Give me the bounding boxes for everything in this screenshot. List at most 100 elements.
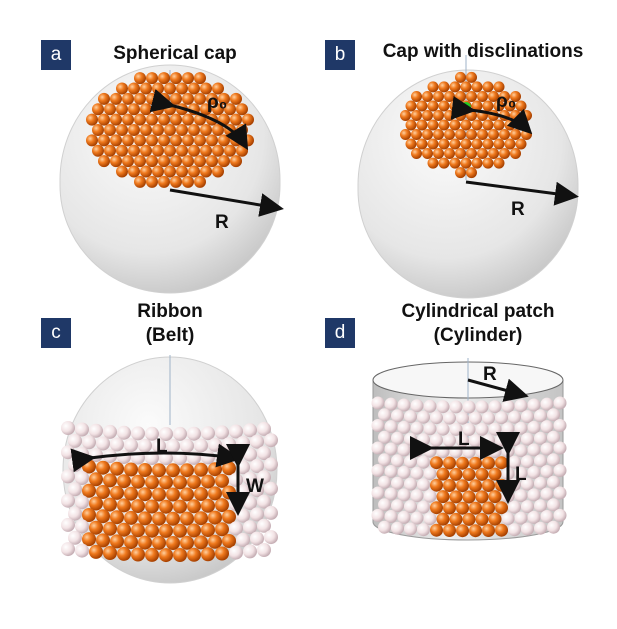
particle xyxy=(534,454,547,468)
particle xyxy=(201,547,215,562)
particle xyxy=(460,119,472,131)
particle xyxy=(391,499,404,513)
particle xyxy=(514,511,528,525)
particle xyxy=(466,71,477,83)
radius-arrow xyxy=(467,378,529,402)
particle xyxy=(224,144,236,157)
particle xyxy=(417,433,430,447)
particle xyxy=(547,520,560,534)
particle xyxy=(173,475,187,490)
particle xyxy=(117,474,131,489)
particle xyxy=(230,92,242,105)
particle xyxy=(371,396,385,410)
particle xyxy=(180,511,194,526)
particle xyxy=(410,444,424,458)
particle xyxy=(229,497,243,512)
particle xyxy=(534,409,547,423)
particle xyxy=(527,443,541,457)
particle xyxy=(201,450,215,465)
particle xyxy=(257,421,271,436)
particle xyxy=(466,129,477,140)
particle xyxy=(504,138,516,150)
particle xyxy=(131,523,145,538)
particle xyxy=(236,144,248,157)
particle xyxy=(508,500,521,514)
particle xyxy=(164,124,176,136)
particle xyxy=(430,523,443,537)
particle xyxy=(138,535,152,550)
particle xyxy=(411,148,422,159)
particle xyxy=(436,467,450,481)
particle xyxy=(140,103,152,116)
particle xyxy=(449,512,463,526)
particle xyxy=(250,507,264,522)
particle xyxy=(469,456,482,470)
particle xyxy=(75,471,89,485)
particle xyxy=(145,475,159,490)
particle xyxy=(187,475,201,490)
particle xyxy=(229,448,243,463)
particle xyxy=(469,411,482,425)
particle xyxy=(384,442,398,456)
particle xyxy=(159,548,173,563)
particle xyxy=(430,411,443,425)
particle xyxy=(449,422,463,436)
particle xyxy=(222,485,236,500)
particle xyxy=(462,512,476,526)
particle xyxy=(410,399,424,413)
particle xyxy=(188,124,200,136)
particle xyxy=(475,512,489,526)
particle xyxy=(438,138,450,150)
particle xyxy=(391,409,404,423)
particle xyxy=(166,463,180,478)
particle xyxy=(103,546,117,560)
particle xyxy=(493,138,505,150)
particle xyxy=(257,518,271,533)
particle xyxy=(466,91,477,102)
particle xyxy=(128,82,140,95)
particle xyxy=(521,500,534,514)
particle xyxy=(206,155,218,168)
particle xyxy=(173,523,187,538)
particle xyxy=(182,113,194,126)
particle xyxy=(146,155,158,168)
particle xyxy=(138,511,152,526)
particle xyxy=(250,483,264,498)
panel-ribbon: c Ribbon (Belt) L W xyxy=(0,300,300,600)
particle xyxy=(527,488,541,502)
particle xyxy=(449,119,461,131)
particle xyxy=(212,165,224,178)
particle xyxy=(194,155,206,168)
particle xyxy=(521,129,532,140)
particle xyxy=(482,456,495,470)
particle xyxy=(422,148,433,159)
particle xyxy=(397,443,411,457)
particle xyxy=(404,522,417,536)
particle xyxy=(138,438,152,453)
particle xyxy=(250,459,264,473)
particle xyxy=(488,512,502,526)
particle xyxy=(170,155,182,168)
particle xyxy=(501,512,515,526)
particle xyxy=(371,486,385,500)
particle xyxy=(170,113,182,126)
particle xyxy=(68,530,82,545)
particle xyxy=(110,534,124,549)
particle xyxy=(410,466,424,480)
particle xyxy=(397,510,411,524)
particle xyxy=(384,397,398,411)
particle xyxy=(430,456,443,470)
particle xyxy=(152,535,166,550)
particle xyxy=(164,144,176,157)
particle xyxy=(159,499,173,514)
particle xyxy=(182,134,194,147)
particle xyxy=(540,465,554,478)
particle xyxy=(547,475,560,489)
particle xyxy=(110,155,122,168)
particle xyxy=(122,134,134,147)
particle xyxy=(124,510,138,525)
particle xyxy=(124,462,138,477)
particle xyxy=(527,420,541,434)
particle xyxy=(391,521,404,535)
particle xyxy=(378,520,391,534)
